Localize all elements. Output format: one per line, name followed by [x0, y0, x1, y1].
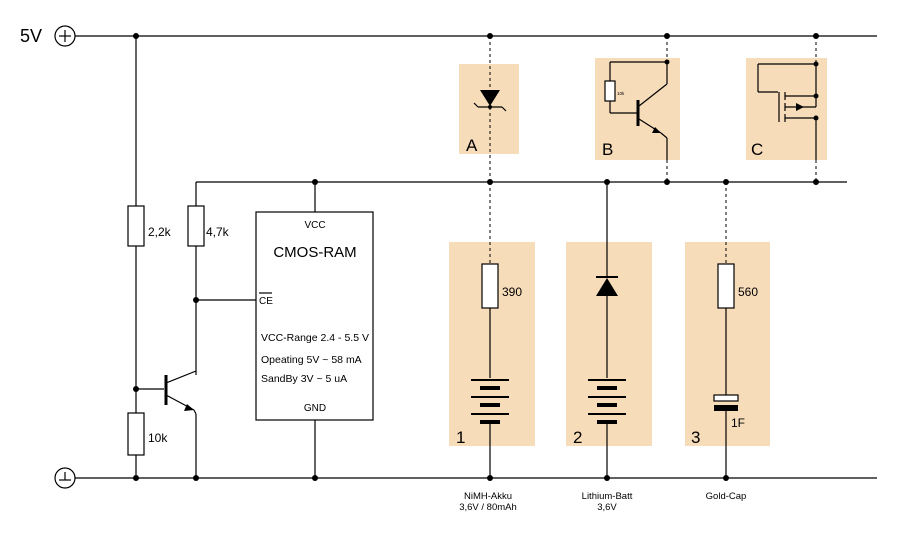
goldcap-plate-bottom — [714, 405, 738, 411]
option-c-area — [746, 58, 827, 160]
resistor-2k2 — [127, 205, 145, 247]
resistor-10k — [127, 412, 145, 456]
ic-standby: SandBy 3V ~ 5 uA — [261, 373, 347, 385]
caption-goldcap: Gold-Cap — [706, 491, 747, 502]
caption-lithium-1: Lithium-Batt — [582, 491, 633, 502]
ground-rail — [54, 467, 877, 489]
resistor-560 — [717, 263, 735, 309]
resistor-390-label: 390 — [502, 285, 522, 299]
ic-operating: Opeating 5V ~ 58 mA — [261, 354, 362, 366]
ic-vcc-range: VCC-Range 2.4 - 5.5 V — [261, 332, 369, 344]
ic-ce-pin: CE — [259, 296, 273, 307]
goldcap-plate-top — [713, 394, 739, 402]
goldcap-value-label: 1F — [731, 416, 745, 430]
resistor-390 — [481, 263, 499, 309]
option-b-transistor: 10k B — [602, 36, 668, 182]
supply-label: 5V — [20, 26, 42, 46]
resistor-4k7 — [187, 205, 205, 247]
voltage-divider: 2,2k 10k — [127, 36, 172, 478]
option-a-diode: A — [466, 36, 507, 182]
resistor-small — [604, 80, 616, 102]
resistor-10k-label: 10k — [148, 431, 168, 445]
ic-gnd-pin: GND — [304, 403, 326, 414]
backup-1-nimh: 390 1 — [456, 182, 522, 478]
option-c-label: C — [751, 140, 763, 159]
ce-driver: 4,7k — [136, 182, 256, 478]
backup-3-label: 3 — [691, 428, 700, 447]
resistor-small-label: 10k — [617, 91, 625, 96]
option-a-area — [459, 64, 519, 154]
backup-3-goldcap: 560 1F 3 — [691, 182, 758, 478]
ic-name: CMOS-RAM — [273, 244, 356, 261]
caption-nimh-1: NiMH-Akku — [464, 491, 512, 502]
caption-nimh-2: 3,6V / 80mAh — [459, 502, 517, 513]
option-a-label: A — [466, 136, 478, 155]
backup-1-label: 1 — [456, 428, 465, 447]
cmos-ram-chip: VCC CMOS-RAM CE VCC-Range 2.4 - 5.5 V Op… — [255, 182, 374, 478]
caption-lithium-2: 3,6V — [597, 502, 617, 513]
resistor-4k7-label: 4,7k — [206, 225, 230, 239]
backup-2-label: 2 — [573, 428, 582, 447]
option-b-label: B — [602, 140, 613, 159]
resistor-560-label: 560 — [738, 285, 758, 299]
backup-2-area — [566, 242, 652, 446]
option-c-mosfet: C — [751, 36, 817, 182]
resistor-2k2-label: 2,2k — [148, 225, 172, 239]
ic-vcc-pin: VCC — [304, 220, 325, 231]
backup-2-lithium: 2 — [573, 182, 626, 478]
vcc-rail: 5V — [20, 25, 877, 47]
junction-dots — [133, 33, 819, 481]
